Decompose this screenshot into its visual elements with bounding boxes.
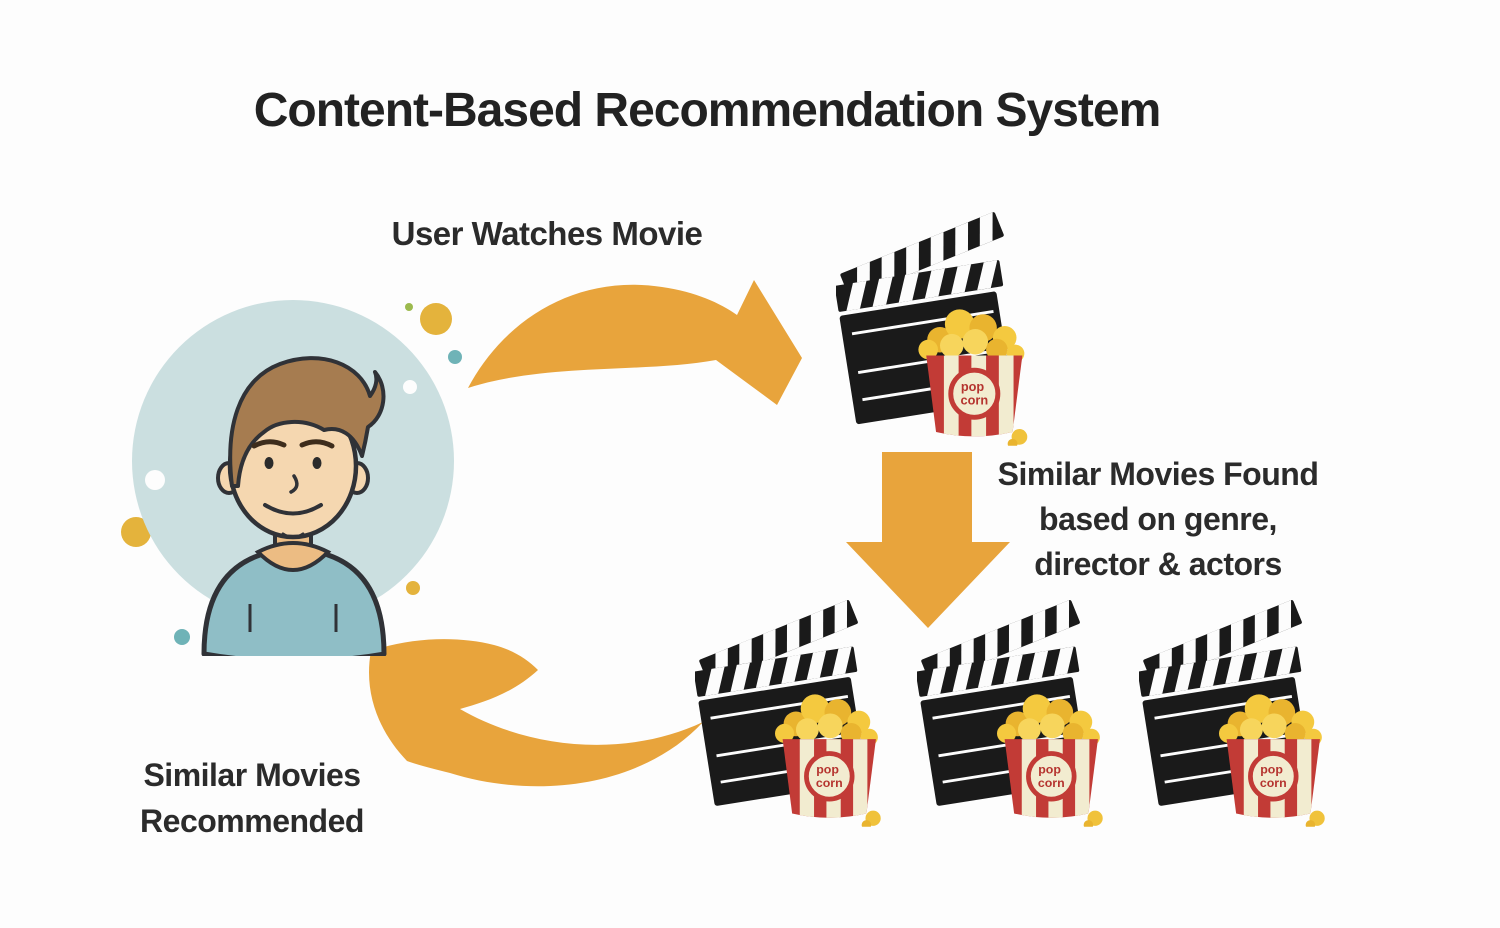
arrow-user-to-movie-icon [468,280,802,405]
movie-icon-similar-2 [917,598,1117,827]
avatar-chest [254,541,332,572]
label-line: Recommended [140,803,364,839]
movie-icon-watched [836,210,1042,446]
movie-icon-similar-3 [1139,598,1339,827]
decor-dot-white [403,380,417,394]
movie-icon-similar-1 [695,598,895,827]
label-similar-movies-recommended: Similar Movies Recommended [52,752,452,844]
label-similar-movies-found: Similar Movies Found based on genre, dir… [958,452,1358,587]
label-line: Similar Movies [143,757,361,793]
label-line: director & actors [1034,546,1282,582]
page-title: Content-Based Recommendation System [253,84,1162,137]
user-avatar-icon [132,300,454,656]
label-line: Similar Movies Found [997,456,1319,492]
label-line: based on genre, [1039,501,1277,537]
avatar-hair [228,356,386,488]
decor-dot-white [145,470,165,490]
label-user-watches-movie: User Watches Movie [391,215,703,252]
